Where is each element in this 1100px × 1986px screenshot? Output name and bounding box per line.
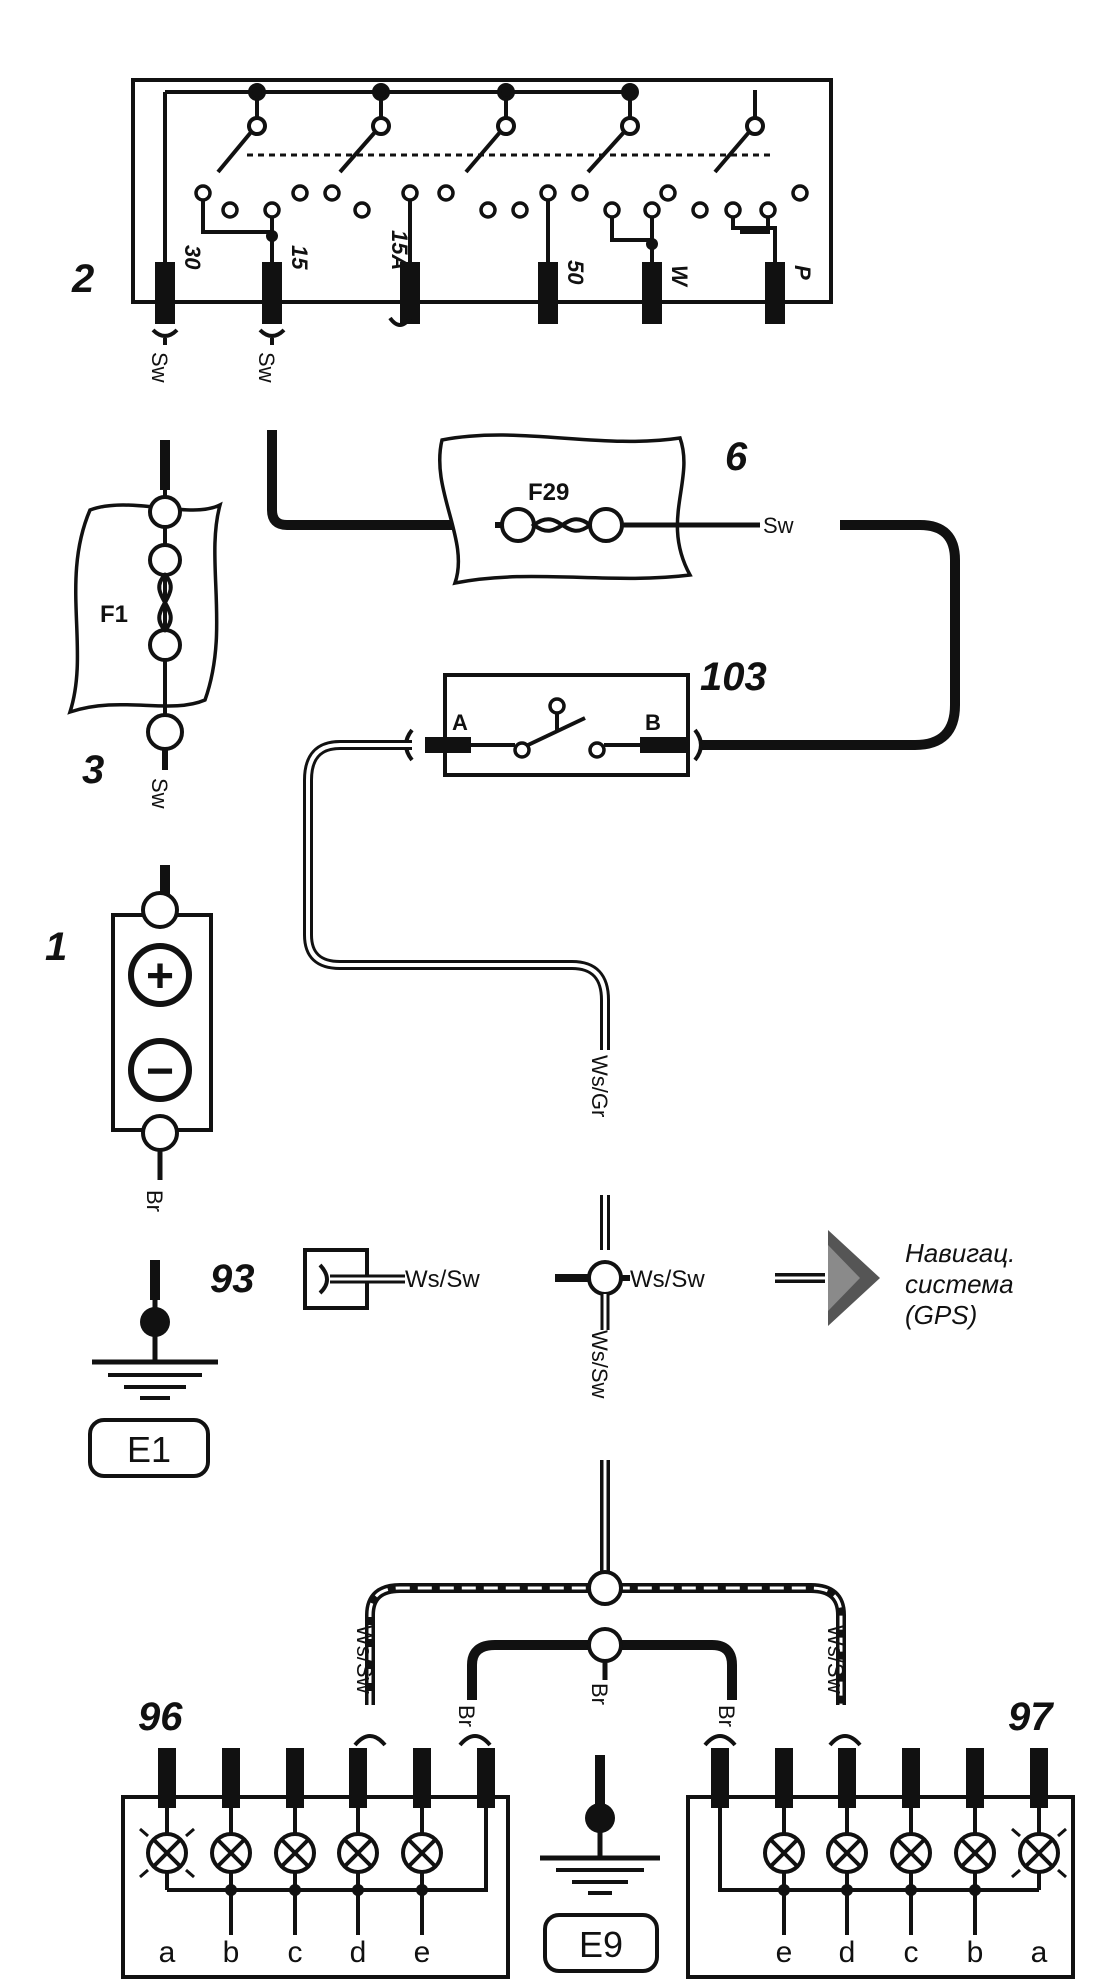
wire-label-ws-sw-left: Ws/Sw bbox=[352, 1625, 377, 1694]
lamp97-pin-c: c bbox=[904, 1936, 919, 1969]
lamp97-pin-d: d bbox=[839, 1936, 856, 1969]
lamp96-pin-d: d bbox=[350, 1936, 367, 1969]
lamp97-pin-e: e bbox=[776, 1936, 793, 1969]
battery: + − bbox=[111, 891, 213, 1152]
gps-arrow-icon bbox=[828, 1230, 880, 1326]
lamp96-pin-e: e bbox=[414, 1936, 431, 1969]
wire-label-br-battery: Br bbox=[142, 1190, 167, 1212]
component-number-1: 1 bbox=[45, 925, 67, 969]
battery-minus: − bbox=[146, 1045, 174, 1098]
component-number-6: 6 bbox=[725, 435, 748, 479]
component-number-2: 2 bbox=[71, 257, 94, 301]
wire-label-br-left: Br bbox=[454, 1705, 479, 1727]
connector-93 bbox=[303, 1248, 405, 1310]
fuse-box-3: F1 bbox=[67, 490, 223, 751]
lamp96-pin-b: b bbox=[223, 1936, 240, 1969]
wire-label-sw-15: Sw bbox=[254, 352, 279, 383]
ground-label-e1: E1 bbox=[127, 1429, 171, 1470]
lamp96-pin-a: a bbox=[159, 1936, 176, 1969]
fuse-box-6: F29 bbox=[438, 433, 760, 586]
battery-plus: + bbox=[146, 950, 174, 1003]
wire-label-br-center: Br bbox=[587, 1683, 612, 1705]
terminal-15: 15 bbox=[287, 245, 312, 270]
terminal-50: 50 bbox=[563, 260, 588, 285]
switch-103: A B bbox=[404, 673, 703, 777]
lamp-unit-96: a b c d e bbox=[121, 1734, 510, 1979]
component-number-96: 96 bbox=[138, 1695, 183, 1739]
terminal-30: 30 bbox=[180, 245, 205, 270]
wire-label-ws-sw-gps: Ws/Sw bbox=[630, 1266, 705, 1293]
lamp-unit-97: e d c b a bbox=[686, 1734, 1075, 1979]
fuse-f1: F1 bbox=[100, 601, 128, 628]
wire-label-br-right: Br bbox=[714, 1705, 739, 1727]
fuse-f29: F29 bbox=[528, 479, 569, 506]
lamp96-pin-c: c bbox=[288, 1936, 303, 1969]
ground-label-e9: E9 bbox=[579, 1924, 623, 1965]
lamp97-pin-b: b bbox=[967, 1936, 984, 1969]
lamp97-pin-a: a bbox=[1031, 1936, 1048, 1969]
component-number-3: 3 bbox=[82, 748, 104, 792]
switch-terminal-b: B bbox=[645, 710, 661, 735]
ground-e1: E1 bbox=[88, 1300, 218, 1478]
wire-label-ws-sw-trunk: Ws/Sw bbox=[587, 1330, 612, 1399]
component-number-93: 93 bbox=[210, 1257, 255, 1301]
component-number-97: 97 bbox=[1008, 1695, 1054, 1739]
switch-terminal-a: A bbox=[452, 710, 468, 735]
ground-e9: E9 bbox=[540, 1755, 660, 1973]
nav-system-label-line2: система bbox=[905, 1269, 1014, 1299]
wire-label-sw-f29: Sw bbox=[763, 513, 794, 538]
component-number-103: 103 bbox=[700, 655, 767, 699]
wire-label-ws-gr: Ws/Gr bbox=[587, 1055, 612, 1117]
wire-label-ws-sw-93: Ws/Sw bbox=[405, 1266, 480, 1293]
nav-system-label-line1: Навигац. bbox=[905, 1238, 1015, 1268]
ignition-switch: 30 15 15A 50 W P bbox=[131, 78, 833, 327]
wire-label-sw-3: Sw bbox=[147, 778, 172, 809]
terminal-15a: 15A bbox=[387, 230, 412, 270]
terminal-w: W bbox=[667, 265, 692, 288]
terminal-p: P bbox=[790, 265, 815, 280]
wire-label-sw-30: Sw bbox=[147, 352, 172, 383]
nav-system-label-line3: (GPS) bbox=[905, 1300, 977, 1330]
wire-label-ws-sw-right: Ws/Sw bbox=[823, 1625, 848, 1694]
